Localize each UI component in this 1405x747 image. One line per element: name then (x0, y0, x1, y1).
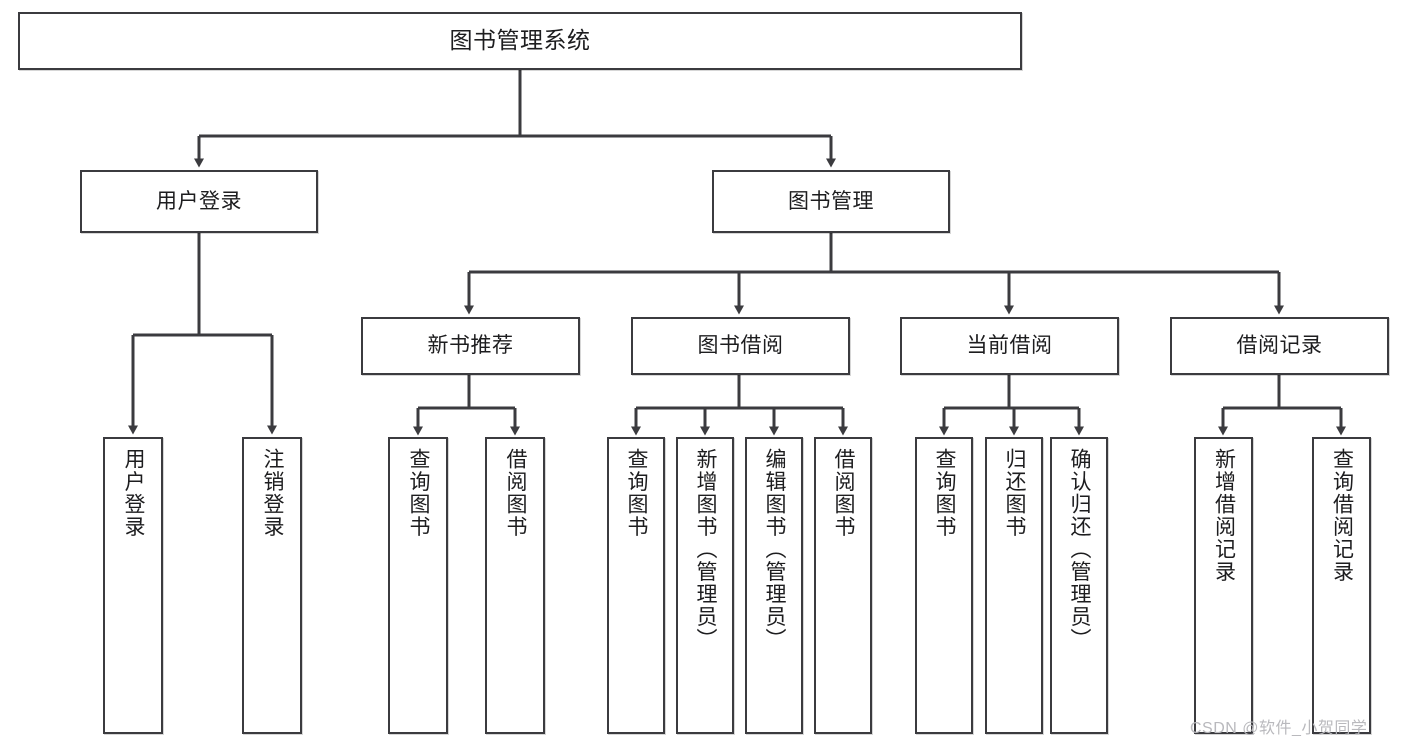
leaf-borrow-edit-book-admin[interactable]: 编辑图书（管理员） (745, 437, 803, 734)
leaf-current-query-book[interactable]: 查询图书 (915, 437, 973, 734)
leaf-recommend-borrow-book[interactable]: 借阅图书 (485, 437, 545, 734)
leaf-borrow-add-book-admin[interactable]: 新增图书（管理员） (676, 437, 734, 734)
node-label: 确认归还（管理员） (1068, 448, 1092, 651)
leaf-user-login[interactable]: 用户登录 (103, 437, 163, 734)
node-book-management[interactable]: 图书管理 (712, 170, 950, 233)
leaf-record-add-borrow-record[interactable]: 新增借阅记录 (1194, 437, 1253, 734)
node-label: 图书借阅 (697, 334, 784, 358)
node-label: 图书管理系统 (449, 27, 591, 54)
node-label: 新书推荐 (427, 334, 514, 358)
node-label: 借阅图书 (504, 448, 528, 538)
leaf-current-return-book[interactable]: 归还图书 (985, 437, 1043, 734)
node-borrow-record[interactable]: 借阅记录 (1170, 317, 1389, 375)
node-label: 查询图书 (933, 448, 957, 538)
watermark: CSDN @软件_小贺同学 (1190, 720, 1368, 737)
node-user-login[interactable]: 用户登录 (80, 170, 318, 233)
node-label: 查询图书 (407, 448, 431, 538)
leaf-user-logout[interactable]: 注销登录 (242, 437, 302, 734)
node-new-book-recommend[interactable]: 新书推荐 (361, 317, 580, 375)
node-current-borrow[interactable]: 当前借阅 (900, 317, 1119, 375)
leaf-borrow-query-book[interactable]: 查询图书 (607, 437, 665, 734)
node-label: 编辑图书（管理员） (763, 448, 787, 651)
node-label: 用户登录 (122, 448, 146, 538)
node-label: 归还图书 (1003, 448, 1027, 538)
node-root-system[interactable]: 图书管理系统 (18, 12, 1022, 70)
leaf-current-confirm-return-admin[interactable]: 确认归还（管理员） (1050, 437, 1108, 734)
node-label: 查询图书 (625, 448, 649, 538)
node-label: 借阅记录 (1236, 334, 1323, 358)
leaf-recommend-query-book[interactable]: 查询图书 (388, 437, 448, 734)
leaf-record-query-borrow-record[interactable]: 查询借阅记录 (1312, 437, 1371, 734)
leaf-borrow-borrow-book[interactable]: 借阅图书 (814, 437, 872, 734)
node-label: 查询借阅记录 (1330, 448, 1354, 583)
node-label: 新增借阅记录 (1212, 448, 1236, 583)
node-label: 图书管理 (788, 189, 874, 213)
node-label: 当前借阅 (966, 334, 1053, 358)
node-label: 用户登录 (156, 189, 242, 213)
node-label: 新增图书（管理员） (694, 448, 718, 651)
node-label: 注销登录 (261, 448, 285, 538)
node-book-borrow[interactable]: 图书借阅 (631, 317, 850, 375)
node-label: 借阅图书 (832, 448, 856, 538)
